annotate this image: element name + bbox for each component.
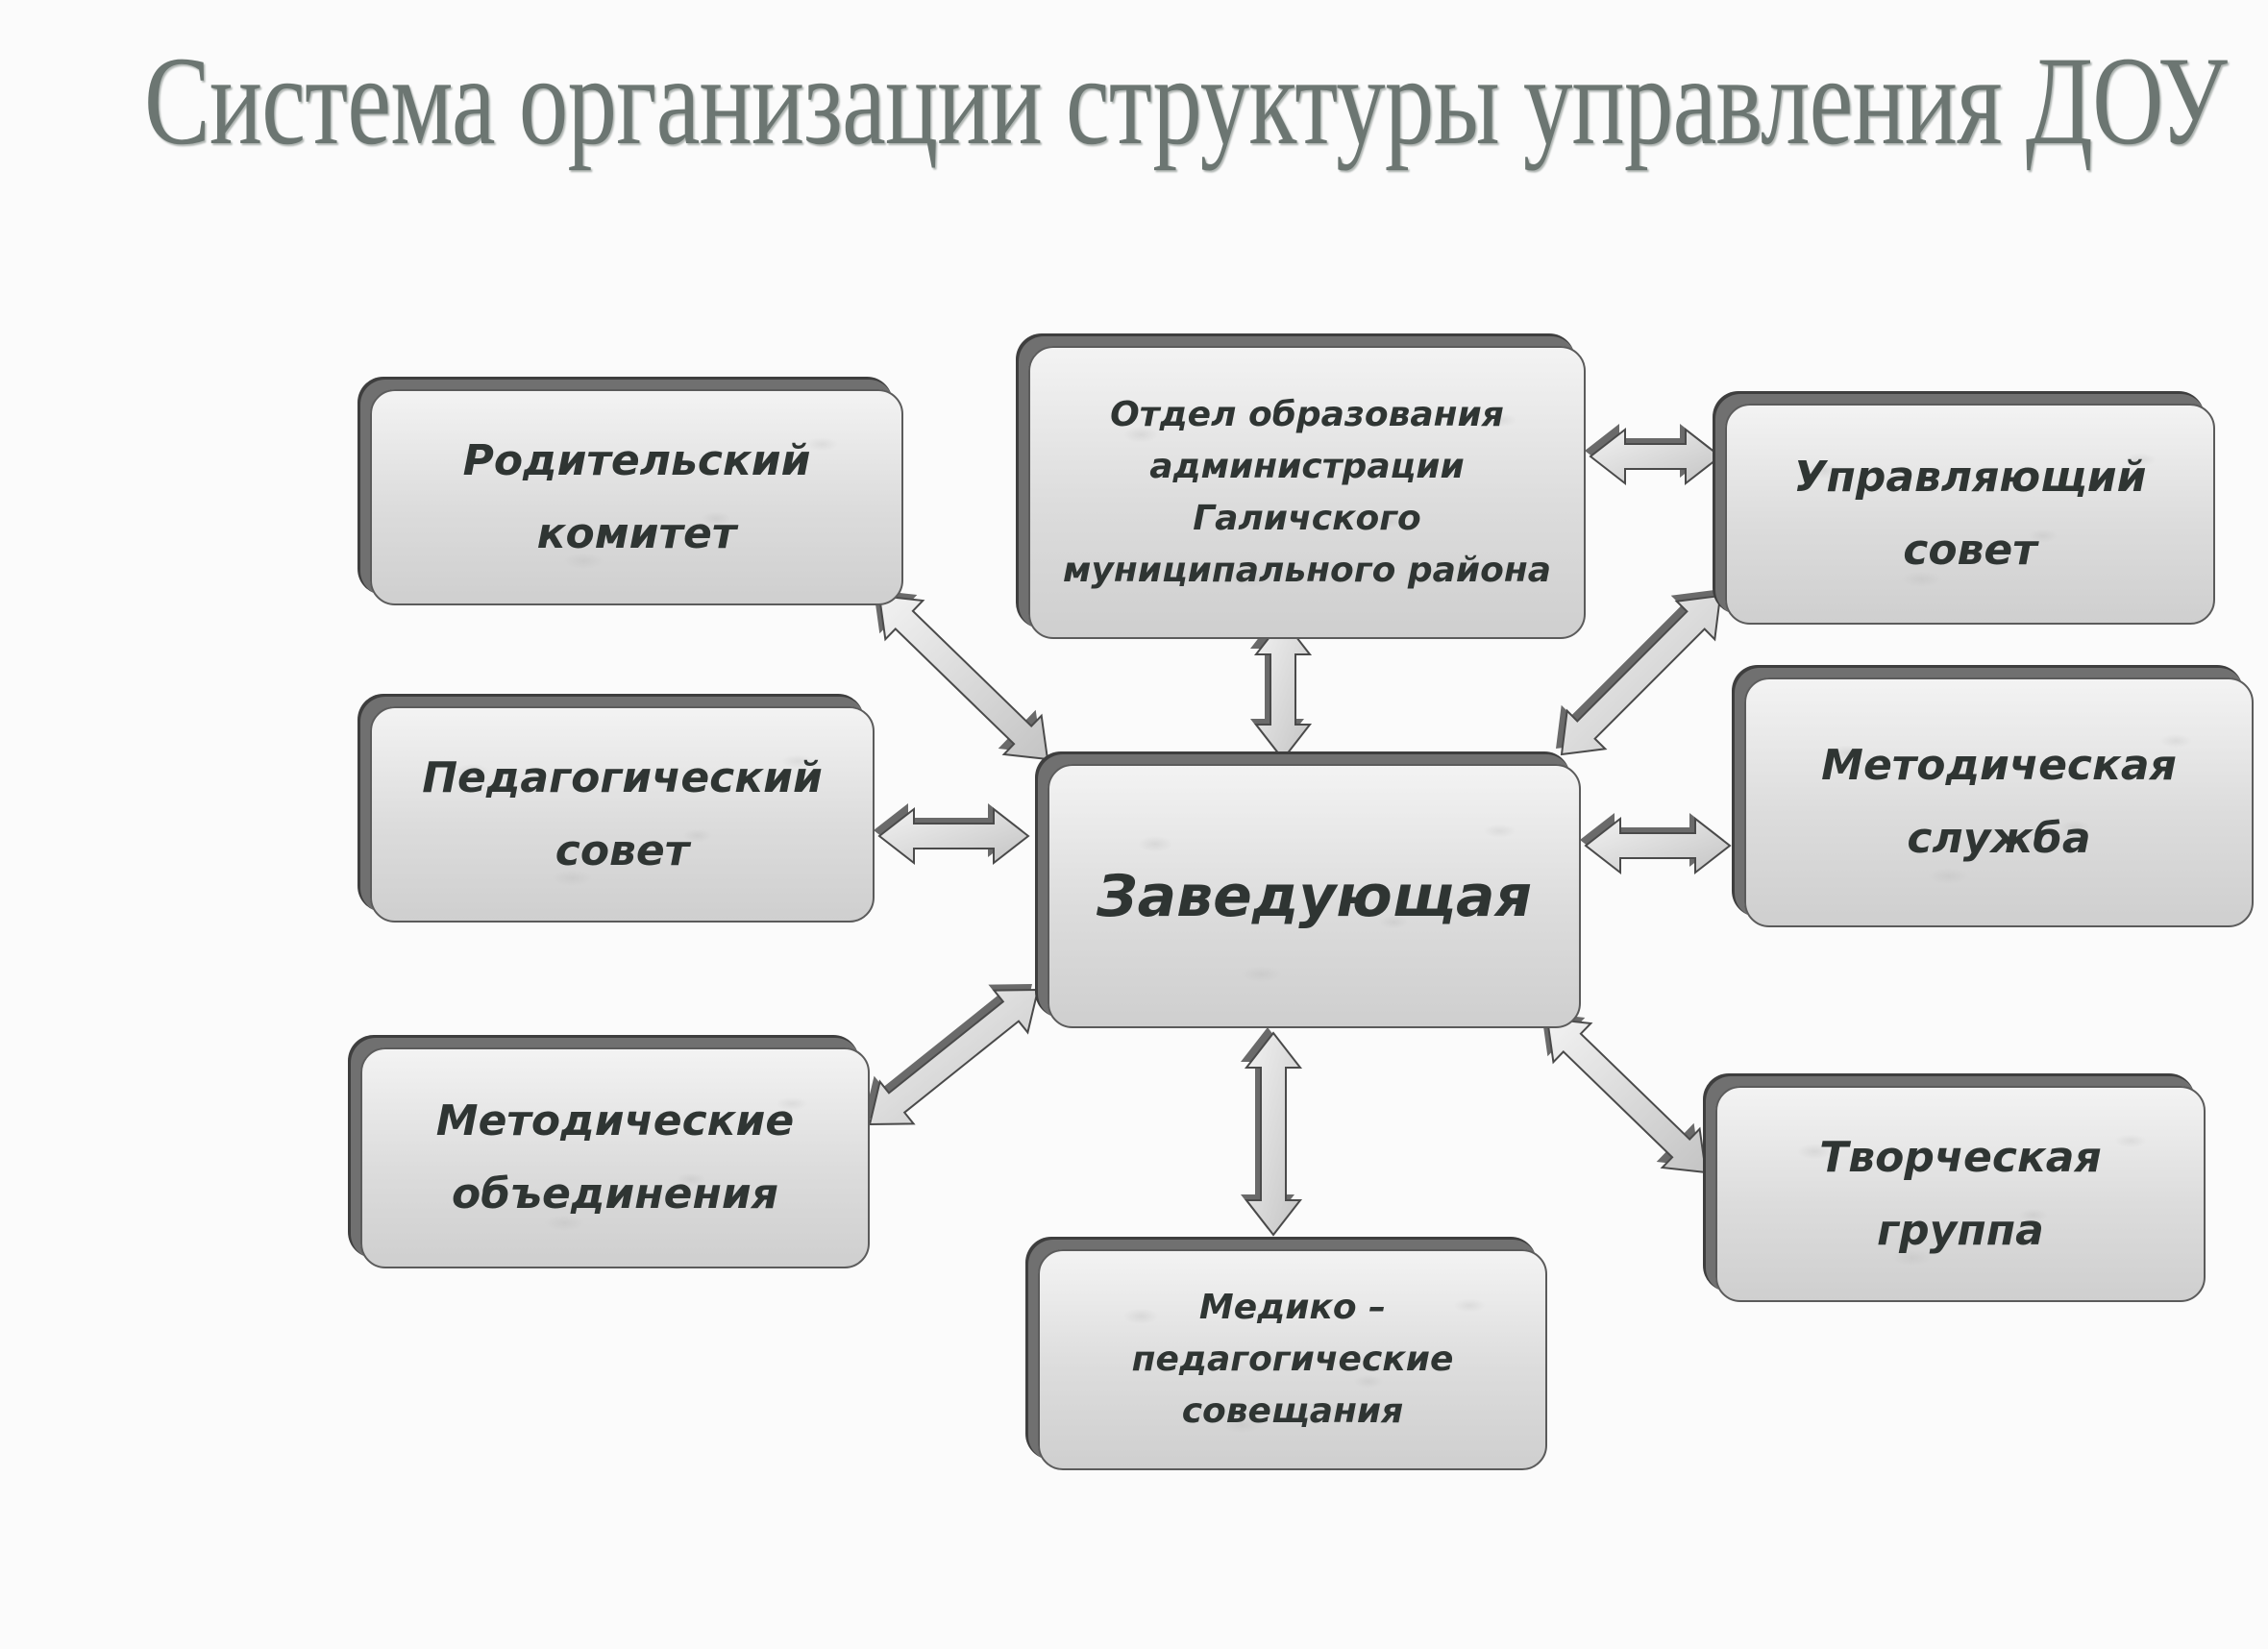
arrow-zaveduyushchaya-metod-obed-body (868, 988, 1040, 1126)
node-upravlyayushchy-sovet: Управляющий совет (1725, 404, 2215, 625)
node-otdel-obrazovaniya-label: Отдел образования администрации Галичско… (1062, 394, 1552, 590)
arrow-zaveduyushchaya-roditelsky (874, 590, 1049, 761)
arrow-zaveduyushchaya-metod-obed (864, 984, 1040, 1126)
node-roditelsky-komitet-label: Родительский комитет (462, 435, 811, 558)
arrow-zaveduyushchaya-mediko (1241, 1027, 1303, 1237)
arrow-zaveduyushchaya-upravl-sovet (1556, 590, 1722, 756)
node-tvorcheskaya-gruppa-label: Творческая группа (1819, 1132, 2102, 1255)
arrow-zaveduyushchaya-roditelsky-body (877, 594, 1049, 761)
node-metodicheskaya-sluzhba: Методическая служба (1744, 677, 2254, 927)
arrow-zaveduyushchaya-tvorch (1541, 1013, 1708, 1174)
arrow-zaveduyushchaya-pedsovet-body (877, 806, 1030, 866)
node-pedagogichesky-sovet-label: Педагогический совет (422, 752, 823, 875)
node-metodicheskie-obedineniya-label: Методические объединения (435, 1096, 795, 1218)
arrow-zaveduyushchaya-upravl-sovet-body (1560, 594, 1722, 756)
node-otdel-obrazovaniya: Отдел образования администрации Галичско… (1028, 346, 1586, 639)
node-zaveduyushchaya-label: Заведующая (1096, 862, 1533, 930)
node-tvorcheskaya-gruppa: Творческая группа (1715, 1086, 2206, 1302)
arrow-zaveduyushchaya-pedsovet (874, 803, 1030, 866)
arrow-zaveduyushchaya-mediko-body (1244, 1031, 1303, 1237)
arrow-zaveduyushchaya-tvorch-body (1545, 1017, 1708, 1174)
node-mediko-pedagogicheskie-soveshchaniya: Медико – педагогические совещания (1038, 1249, 1547, 1470)
node-pedagogichesky-sovet: Педагогический совет (370, 706, 875, 923)
node-zaveduyushchaya: Заведующая (1048, 764, 1581, 1028)
arrow-otdel-upravl-sovet-body (1589, 427, 1722, 486)
node-roditelsky-komitet: Родительский комитет (370, 389, 903, 605)
arrow-otdel-upravl-sovet (1585, 424, 1722, 486)
node-upravlyayushchy-sovet-label: Управляющий совет (1793, 453, 2147, 575)
arrow-zaveduyushchaya-metod-sluzhba (1580, 813, 1732, 875)
node-mediko-pedagogicheskie-soveshchaniya-label: Медико – педагогические совещания (1131, 1288, 1454, 1431)
node-metodicheskaya-sluzhba-label: Методическая служба (1821, 741, 2177, 863)
arrow-zaveduyushchaya-metod-sluzhba-body (1584, 816, 1732, 875)
node-metodicheskie-obedineniya: Методические объединения (360, 1047, 870, 1268)
